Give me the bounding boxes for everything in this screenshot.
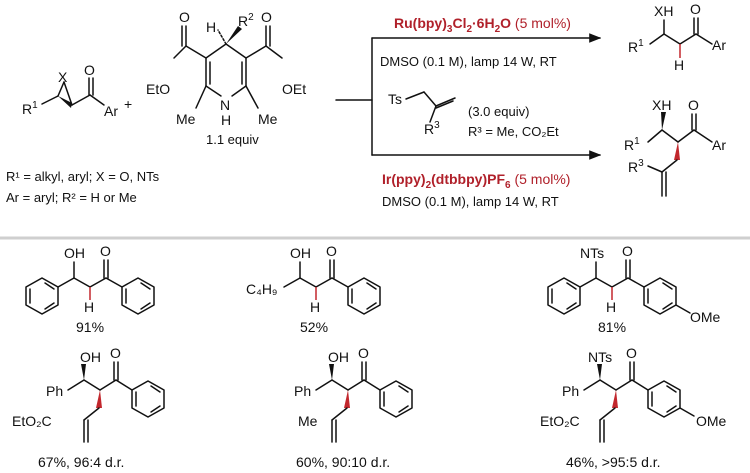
hantzsch-me-right: Me — [258, 111, 278, 127]
ex2-h: H — [310, 299, 320, 315]
hantzsch-h-label: H — [206, 19, 216, 35]
ex6-top-group: NTs — [588, 349, 612, 365]
ex5-alkyl: Ph — [294, 383, 311, 399]
definition-line-2: Ar = aryl; R² = H or Me — [6, 190, 137, 205]
ex1-h: H — [84, 299, 94, 315]
prod1-r1: R1 — [628, 38, 644, 55]
prod1-o: O — [690, 1, 701, 17]
hantzsch-me-left: Me — [176, 111, 196, 127]
epoxide-substrate: X O R1 Ar — [22, 62, 118, 119]
example-6: NTs O Ph EtO₂C OMe 46%, >95:5 d.r. — [540, 345, 727, 470]
ex3-substituent: OMe — [690, 309, 721, 325]
ru-catalyst-label: Ru(bpy)3Cl2·6H2O (5 mol%) — [394, 15, 571, 35]
hantzsch-o-right: O — [261, 9, 272, 25]
prod1-ar: Ar — [712, 37, 726, 53]
definition-line-1: R¹ = alkyl, aryl; X = O, NTs — [6, 169, 160, 184]
prod2-xh: XH — [652, 97, 671, 113]
ex2-alkyl: C₄H₉ — [246, 281, 278, 297]
example-5: OH O Ph Me 60%, 90:10 d.r. — [294, 345, 413, 470]
prod1-h: H — [674, 57, 684, 73]
ex3-h: H — [606, 299, 616, 315]
allyl-r3-definition: R³ = Me, CO₂Et — [468, 124, 559, 139]
ex4-top-group: OH — [80, 349, 101, 365]
ex2-yield: 52% — [300, 319, 328, 335]
hantzsch-n-label: N — [220, 97, 230, 113]
ex3-top-group: NTs — [580, 245, 604, 261]
ex1-yield: 91% — [76, 319, 104, 335]
hantzsch-o-left: O — [179, 9, 190, 25]
allyl-ts-label: Ts — [388, 91, 402, 107]
prod2-ar: Ar — [712, 137, 726, 153]
ex6-allyl: EtO₂C — [540, 413, 580, 429]
prod2-r1: R1 — [624, 136, 640, 153]
ex1-o: O — [100, 243, 111, 259]
prod2-r3: R3 — [628, 158, 644, 175]
ex3-o: O — [622, 243, 633, 259]
hantzsch-oet-label: OEt — [282, 81, 306, 97]
allyl-equiv: (3.0 equiv) — [468, 104, 529, 119]
example-1: OH O H 91% — [25, 243, 155, 335]
product-allylation: XH O R1 Ar R3 — [624, 97, 726, 197]
prod2-o: O — [688, 97, 699, 113]
ex5-o: O — [358, 345, 369, 361]
ex1-top-group: OH — [64, 245, 85, 261]
epoxide-ar-label: Ar — [104, 103, 118, 119]
ex6-o: O — [626, 345, 637, 361]
reaction-arrows — [335, 33, 602, 160]
ir-catalyst-label: Ir(ppy)2(dtbbpy)PF6 (5 mol%) — [382, 171, 570, 191]
ex4-yield: 67%, 96:4 d.r. — [38, 454, 124, 470]
epoxide-o-label: O — [84, 62, 95, 78]
example-3: NTs O H OMe 81% — [547, 243, 721, 335]
ex2-top-group: OH — [290, 245, 311, 261]
plus-sign: + — [124, 96, 132, 112]
hantzsch-ester: H R2 O EtO O OEt Me Me N H 1.1 equiv — [146, 9, 306, 147]
ex6-yield: 46%, >95:5 d.r. — [566, 454, 661, 470]
ex5-allyl: Me — [298, 413, 318, 429]
top-conditions: DMSO (0.1 M), lamp 14 W, RT — [380, 54, 557, 69]
hantzsch-nh-label: H — [221, 112, 231, 128]
hantzsch-equiv: 1.1 equiv — [206, 132, 259, 147]
ex5-yield: 60%, 90:10 d.r. — [296, 454, 390, 470]
ex6-alkyl: Ph — [562, 383, 579, 399]
ex4-o: O — [110, 345, 121, 361]
ex4-alkyl: Ph — [46, 383, 63, 399]
epoxide-r1-label: R1 — [22, 100, 38, 117]
hantzsch-r2-label: R2 — [238, 12, 254, 29]
product-reduction: XH O R1 Ar H — [628, 1, 726, 73]
bottom-conditions: DMSO (0.1 M), lamp 14 W, RT — [382, 194, 559, 209]
ex4-allyl: EtO₂C — [12, 413, 52, 429]
allyl-sulfone-reagent: Ts R3 (3.0 equiv) R³ = Me, CO₂Et — [388, 91, 559, 139]
epoxide-x-label: X — [58, 69, 68, 85]
example-2: OH O C₄H₉ H 52% — [246, 243, 381, 335]
ex5-top-group: OH — [328, 349, 349, 365]
hantzsch-eto-label: EtO — [146, 81, 170, 97]
example-4: OH O Ph EtO₂C 67%, 96:4 d.r. — [12, 345, 165, 470]
ex6-substituent: OMe — [696, 413, 727, 429]
ex3-yield: 81% — [598, 319, 626, 335]
ex2-o: O — [326, 243, 337, 259]
prod1-xh: XH — [654, 3, 673, 19]
allyl-r3-label: R3 — [424, 120, 440, 137]
